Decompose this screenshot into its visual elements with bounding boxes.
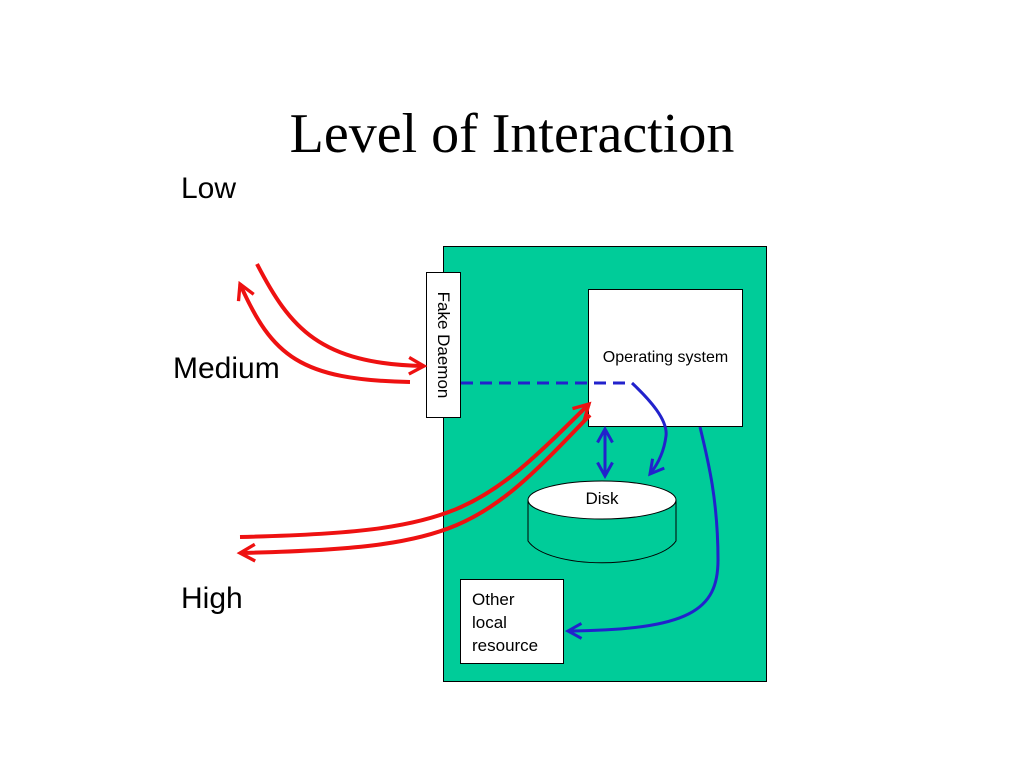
level-low-label: Low [181, 172, 237, 205]
resource-label-line-1: Other [472, 590, 515, 609]
level-high-label: High [181, 582, 243, 615]
resource-label-line-2: local [472, 613, 507, 632]
medium-response-arrow [240, 284, 411, 384]
os-to-resource-arrow [568, 426, 720, 631]
os-to-disk-curved-arrow [630, 381, 668, 474]
other-local-resource-box: Other local resource [460, 579, 564, 664]
disk-cylinder [527, 480, 677, 564]
level-medium-label: Medium [173, 352, 280, 385]
resource-label-line-3: resource [472, 636, 539, 655]
fake-daemon-box [426, 272, 461, 418]
slide-title: Level of Interaction [289, 103, 735, 165]
disk-label: Disk [585, 489, 619, 508]
medium-request-arrow [255, 263, 424, 366]
high-response-arrow [240, 413, 592, 553]
operating-system-label: Operating system [602, 349, 729, 366]
high-request-arrow [239, 404, 589, 539]
